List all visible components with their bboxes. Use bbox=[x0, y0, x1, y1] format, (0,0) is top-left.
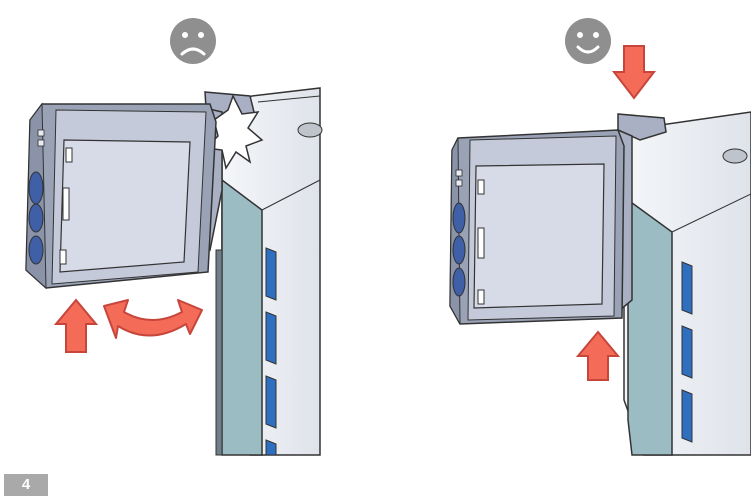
wall-stripes bbox=[266, 248, 276, 455]
docking-station bbox=[624, 112, 751, 455]
sad-face-icon bbox=[170, 18, 216, 64]
monitor-device bbox=[26, 104, 216, 288]
page-number: 4 bbox=[4, 474, 48, 496]
wall-stripes bbox=[682, 262, 692, 442]
happy-face-icon bbox=[565, 18, 611, 64]
down-arrow-icon bbox=[614, 46, 654, 98]
page-number-badge: 4 bbox=[4, 474, 48, 496]
rotate-arrow-icon bbox=[104, 300, 202, 338]
up-arrow-icon bbox=[578, 332, 618, 380]
monitor-device bbox=[450, 130, 624, 324]
incorrect-panel bbox=[26, 18, 322, 455]
correct-panel bbox=[450, 18, 751, 455]
up-arrow-icon bbox=[56, 300, 96, 352]
